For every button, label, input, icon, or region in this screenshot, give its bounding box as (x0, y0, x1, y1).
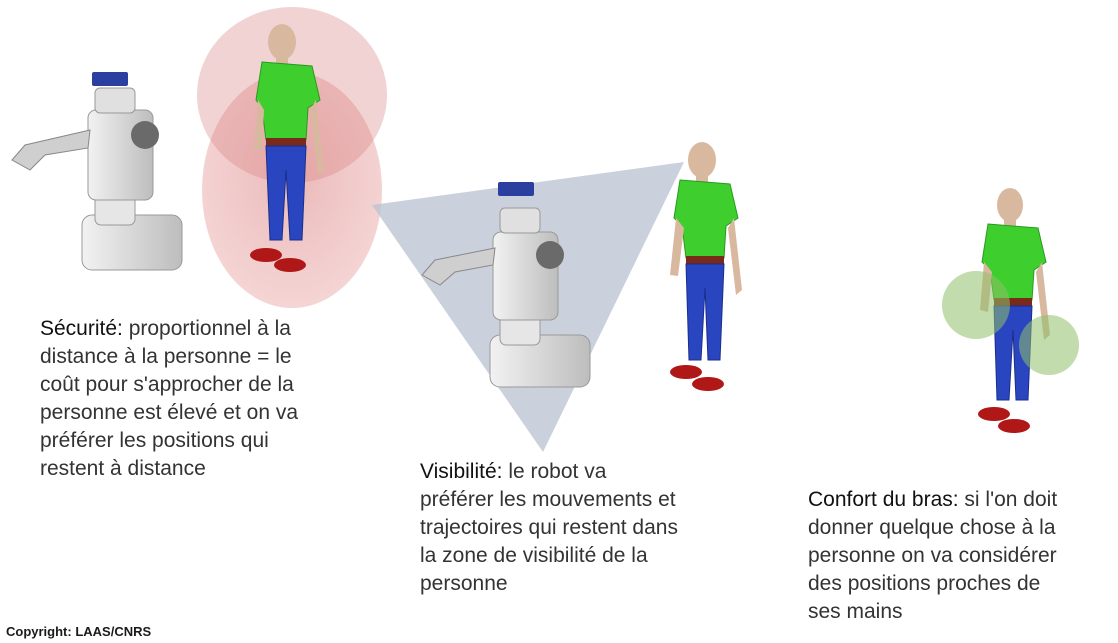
caption-securite-line: préférer les positions qui (40, 429, 269, 452)
caption-securite-term: Sécurité: (40, 317, 123, 340)
caption-visibilite-line: personne (420, 572, 508, 595)
caption-visibilite-line: préférer les mouvements et (420, 488, 676, 511)
caption-visibilite: Visibilité: le robot va préférer les mou… (420, 458, 750, 598)
person-1 (250, 24, 324, 272)
caption-visibilite-line: la zone de visibilité de la (420, 544, 648, 567)
caption-visibilite-line: le robot va (502, 460, 607, 483)
person-2 (670, 142, 742, 391)
caption-securite-line: restent à distance (40, 457, 206, 480)
caption-confort-term: Confort du bras: (808, 488, 959, 511)
caption-confort-line: donner quelque chose à la (808, 516, 1056, 539)
caption-securite-line: distance à la personne = le (40, 345, 292, 368)
caption-securite-line: proportionnel à la (122, 317, 291, 340)
caption-securite: Sécurité: proportionnel à la distance à … (40, 315, 370, 483)
caption-visibilite-line: trajectoires qui restent dans (420, 516, 678, 539)
copyright-notice: Copyright: LAAS/CNRS (6, 624, 152, 639)
robot-2 (421, 182, 591, 388)
comfort-zone-right-hand (1019, 315, 1079, 375)
caption-confort-line: ses mains (808, 600, 903, 623)
caption-confort: Confort du bras: si l'on doit donner que… (808, 486, 1118, 626)
caption-confort-line: personne on va considérer (808, 544, 1057, 567)
robot-1 (11, 72, 183, 271)
caption-visibilite-term: Visibilité: (420, 460, 503, 483)
comfort-zone-left-hand (942, 271, 1010, 339)
caption-securite-line: personne est élevé et on va (40, 401, 299, 424)
caption-securite-line: coût pour s'approcher de la (40, 373, 294, 396)
caption-confort-line: si l'on doit (958, 488, 1058, 511)
caption-confort-line: des positions proches de (808, 572, 1041, 595)
